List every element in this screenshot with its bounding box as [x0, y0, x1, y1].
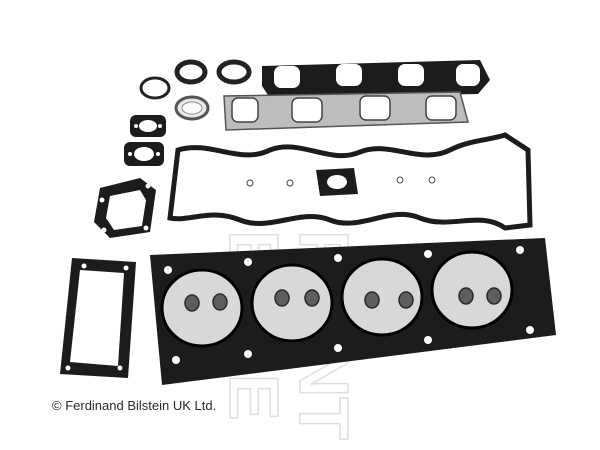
housing-gasket [94, 178, 156, 238]
round-seal-2 [174, 59, 208, 85]
copyright-notice: © Ferdinand Bilstein UK Ltd. [52, 398, 217, 413]
cover-gasket-side [60, 258, 136, 378]
flange-gasket-1 [130, 115, 166, 137]
valve-cover-gasket [167, 132, 533, 231]
cylinder-head-gasket [150, 238, 556, 385]
manifold-gasket-lower [223, 91, 469, 131]
manifold-gasket-upper [262, 60, 490, 98]
valve-stem-seals [184, 287, 502, 312]
round-seal-1 [139, 76, 171, 100]
round-seal-4 [174, 95, 210, 121]
round-seal-3 [216, 59, 252, 85]
flange-gasket-2 [124, 142, 164, 166]
